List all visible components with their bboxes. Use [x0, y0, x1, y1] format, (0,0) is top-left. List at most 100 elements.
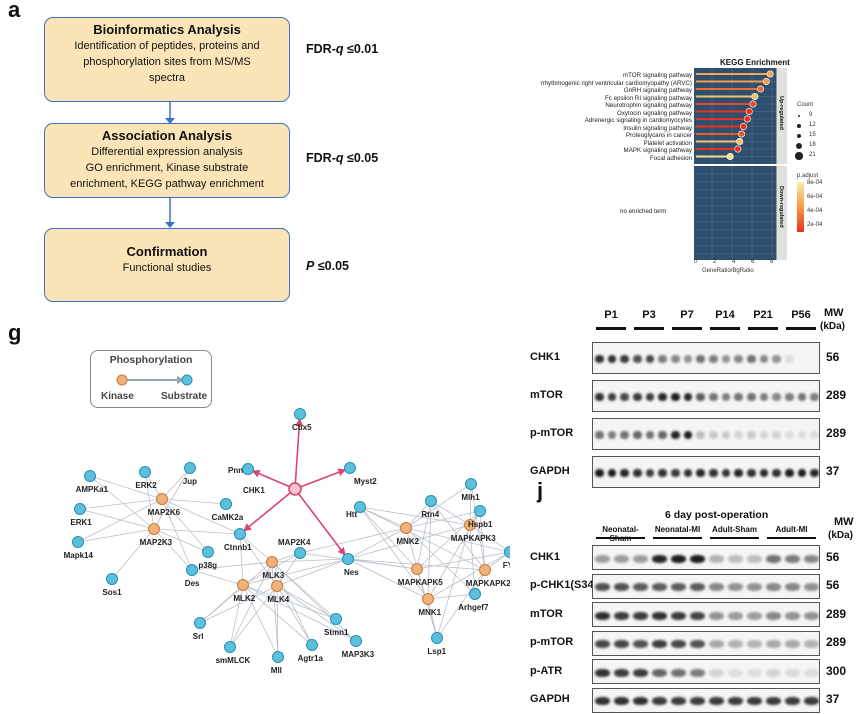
- network-edge: [242, 558, 349, 586]
- mw-unit: (kDa): [828, 530, 854, 541]
- blot-band: [810, 431, 819, 439]
- blot-band: [595, 697, 610, 705]
- node-nes: Nes: [342, 553, 359, 577]
- node-pnn: Pnn: [228, 463, 254, 475]
- blot-band: [607, 393, 617, 401]
- kegg-up-strip: Up-regulated: [776, 68, 787, 164]
- network-edge: [242, 584, 279, 658]
- blot-band: [804, 697, 819, 705]
- blot-band: [766, 554, 781, 563]
- blot-band: [785, 697, 800, 705]
- blot-band: [759, 469, 769, 477]
- blot-band: [652, 611, 667, 620]
- blot-band: [785, 469, 794, 477]
- blot-band: [734, 355, 743, 363]
- kegg-term: Neurotrophin signaling pathway: [605, 102, 692, 109]
- legend-graphic: [116, 374, 193, 386]
- svg-text:Ctnnb1: Ctnnb1: [224, 543, 252, 552]
- blot-band: [747, 640, 762, 648]
- blot-band: [785, 668, 800, 677]
- svg-text:Mlh1: Mlh1: [461, 493, 480, 502]
- kegg-count-label: 15: [809, 132, 816, 138]
- blot-band: [709, 393, 718, 401]
- network-edge: [469, 483, 486, 571]
- group-header: Adult-Sham: [712, 525, 757, 534]
- threshold-fdr-001: FDR-q ≤0.01: [306, 42, 379, 56]
- node-srl: Srl: [193, 617, 206, 641]
- kegg-count-item: 12: [795, 122, 835, 131]
- flow-box-confirmation: Confirmation Functional studies: [44, 228, 290, 302]
- node-p38g: p38g: [198, 546, 217, 570]
- blot-band: [633, 393, 642, 401]
- kegg-x-tick: 8: [770, 259, 774, 265]
- blot-band: [690, 668, 705, 677]
- network-edge: [89, 475, 163, 500]
- blot-band: [690, 697, 705, 705]
- network-edge-chk1: [247, 468, 296, 490]
- flow-arrows: [165, 102, 175, 228]
- blot-band: [614, 668, 629, 677]
- blot-band: [810, 393, 819, 401]
- network-edge: [191, 561, 273, 572]
- kegg-point: [749, 100, 757, 108]
- blot-strip: [592, 418, 820, 450]
- blot-band: [595, 640, 610, 648]
- svg-text:Des: Des: [185, 579, 200, 588]
- network-edge: [276, 585, 337, 620]
- network-edge: [161, 498, 227, 506]
- blot-band: [614, 611, 629, 620]
- network-edge: [238, 533, 244, 586]
- node-mnk2: MNK2: [396, 522, 420, 546]
- blot-row-label: p-CHK1(S345): [530, 579, 604, 591]
- node-map2k4: MAP2K4: [278, 538, 311, 559]
- kegg-padj-tick: 8e-04: [807, 180, 823, 186]
- blot-band: [671, 668, 686, 677]
- blot-band: [633, 611, 648, 620]
- network-edge: [427, 500, 433, 600]
- network-edge: [242, 552, 301, 586]
- network-edge: [275, 585, 280, 658]
- svg-text:MAP2K4: MAP2K4: [278, 538, 311, 547]
- node-myst2: Myst2: [344, 462, 377, 486]
- blot-band: [785, 431, 794, 439]
- blot-band: [620, 431, 629, 439]
- kegg-term: MAPK signaling pathway: [623, 147, 692, 154]
- blot-row-mw: 289: [826, 606, 847, 621]
- lane-header: P7: [680, 309, 694, 321]
- kegg-point: [734, 145, 742, 153]
- blot-band: [658, 355, 667, 363]
- blot-band: [747, 668, 762, 677]
- blot-row-mw: 289: [826, 635, 847, 649]
- svg-text:CaMK2a: CaMK2a: [212, 513, 244, 522]
- svg-text:MNK1: MNK1: [418, 608, 441, 617]
- blot-row-mw: 56: [826, 578, 840, 592]
- blot-band: [620, 355, 629, 363]
- blot-band: [595, 355, 604, 363]
- kegg-padj-tick: 2e-04: [807, 222, 823, 228]
- kegg-x-tick: 4: [732, 259, 736, 265]
- blot-band: [804, 554, 819, 563]
- node-mlk3: MLK3: [262, 556, 285, 580]
- blot-band: [683, 355, 693, 363]
- blot-band: [620, 469, 629, 477]
- blot-band: [645, 393, 655, 401]
- lane-header: P3: [642, 309, 656, 321]
- svg-text:p38g: p38g: [198, 561, 217, 570]
- network-edge: [153, 528, 193, 571]
- node-hspb1: Hspb1: [468, 505, 493, 529]
- blot-band: [785, 554, 800, 563]
- blot-band: [633, 431, 642, 439]
- panel-label-a: a: [8, 0, 21, 22]
- node-des: Des: [185, 564, 200, 588]
- blot-band: [614, 697, 629, 705]
- blot-band: [652, 554, 667, 563]
- blot-band: [721, 393, 731, 401]
- svg-text:smMLCK: smMLCK: [216, 656, 251, 665]
- svg-text:MAP2K3: MAP2K3: [140, 538, 173, 547]
- blot-band: [690, 583, 705, 591]
- group-bar: [710, 537, 759, 539]
- kegg-term: Fc epsilon RI signaling pathway: [604, 94, 692, 102]
